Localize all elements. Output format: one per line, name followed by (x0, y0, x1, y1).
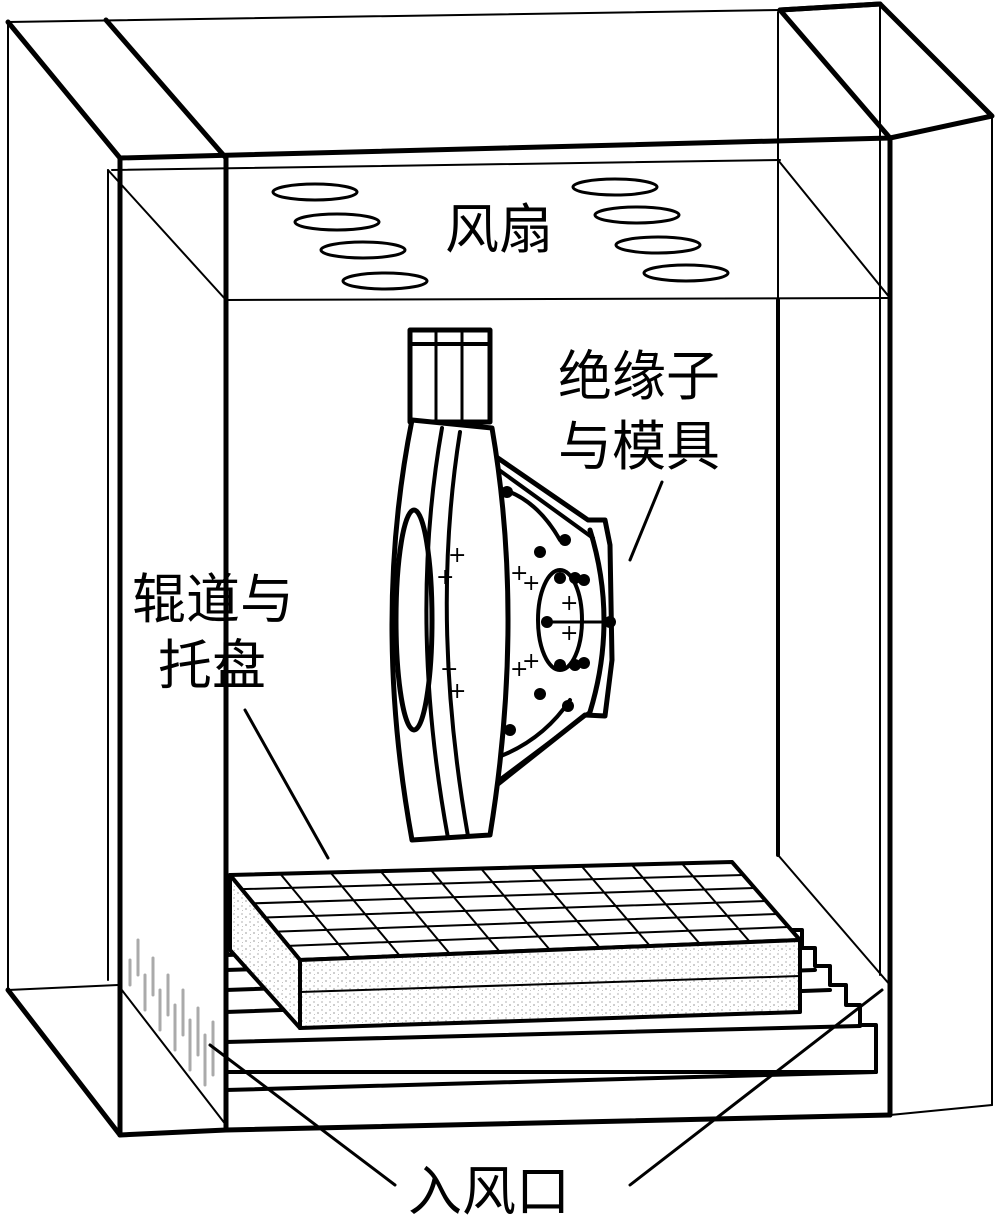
inlet-leader-right (628, 988, 884, 1187)
svg-text:+: + (522, 649, 540, 674)
svg-text:+: + (560, 621, 578, 646)
insulator-label-line1: 绝缘子 (558, 345, 720, 408)
fan-slot-icon (293, 212, 381, 232)
roller-label-line2: 托盘 (158, 634, 266, 697)
svg-text:+: + (510, 657, 528, 682)
inlet-label: 入风口 (408, 1160, 570, 1217)
fan-label: 风扇 (445, 198, 553, 261)
roller-leader (243, 708, 330, 860)
fan-slot-icon (341, 271, 429, 291)
leader-lines (208, 708, 884, 1187)
tray-grid-line (680, 862, 751, 943)
fan-slot-icon (571, 177, 659, 197)
fan-slots (271, 177, 730, 291)
fan-slot-icon (593, 205, 681, 225)
svg-text:+: + (436, 565, 454, 590)
fan-slot-icon (271, 182, 359, 202)
inlet-leader-left (208, 1043, 397, 1187)
tray-grid-line (530, 866, 601, 949)
inlet-grille (128, 938, 215, 1087)
tray-grid-line (379, 870, 451, 955)
svg-text:+: + (440, 657, 458, 682)
insulator-mold (389, 327, 616, 843)
insulator-leader (628, 480, 664, 562)
svg-text:+: + (448, 679, 466, 704)
tray (228, 860, 802, 1030)
svg-text:+: + (560, 591, 578, 616)
tray-grid-line (329, 871, 401, 957)
fan-slot-icon (642, 263, 730, 283)
fan-slot-icon (319, 240, 407, 260)
tray-grid-line (480, 867, 551, 951)
svg-text:+: + (522, 571, 540, 596)
insulator-label-line2: 与模具 (558, 415, 720, 478)
tray-grid-line (630, 863, 701, 945)
tray-grid-line (429, 868, 501, 953)
svg-text:+: + (510, 561, 528, 586)
cabinet-frame (5, 1, 995, 1138)
svg-text:+: + (448, 543, 466, 568)
roller-label-line1: 辊道与 (132, 568, 294, 631)
tray-grid-line (279, 872, 351, 959)
charge-marks: + + + + + + + + + + (436, 543, 578, 704)
tray-grid-line (580, 864, 651, 947)
fan-slot-icon (614, 235, 702, 255)
